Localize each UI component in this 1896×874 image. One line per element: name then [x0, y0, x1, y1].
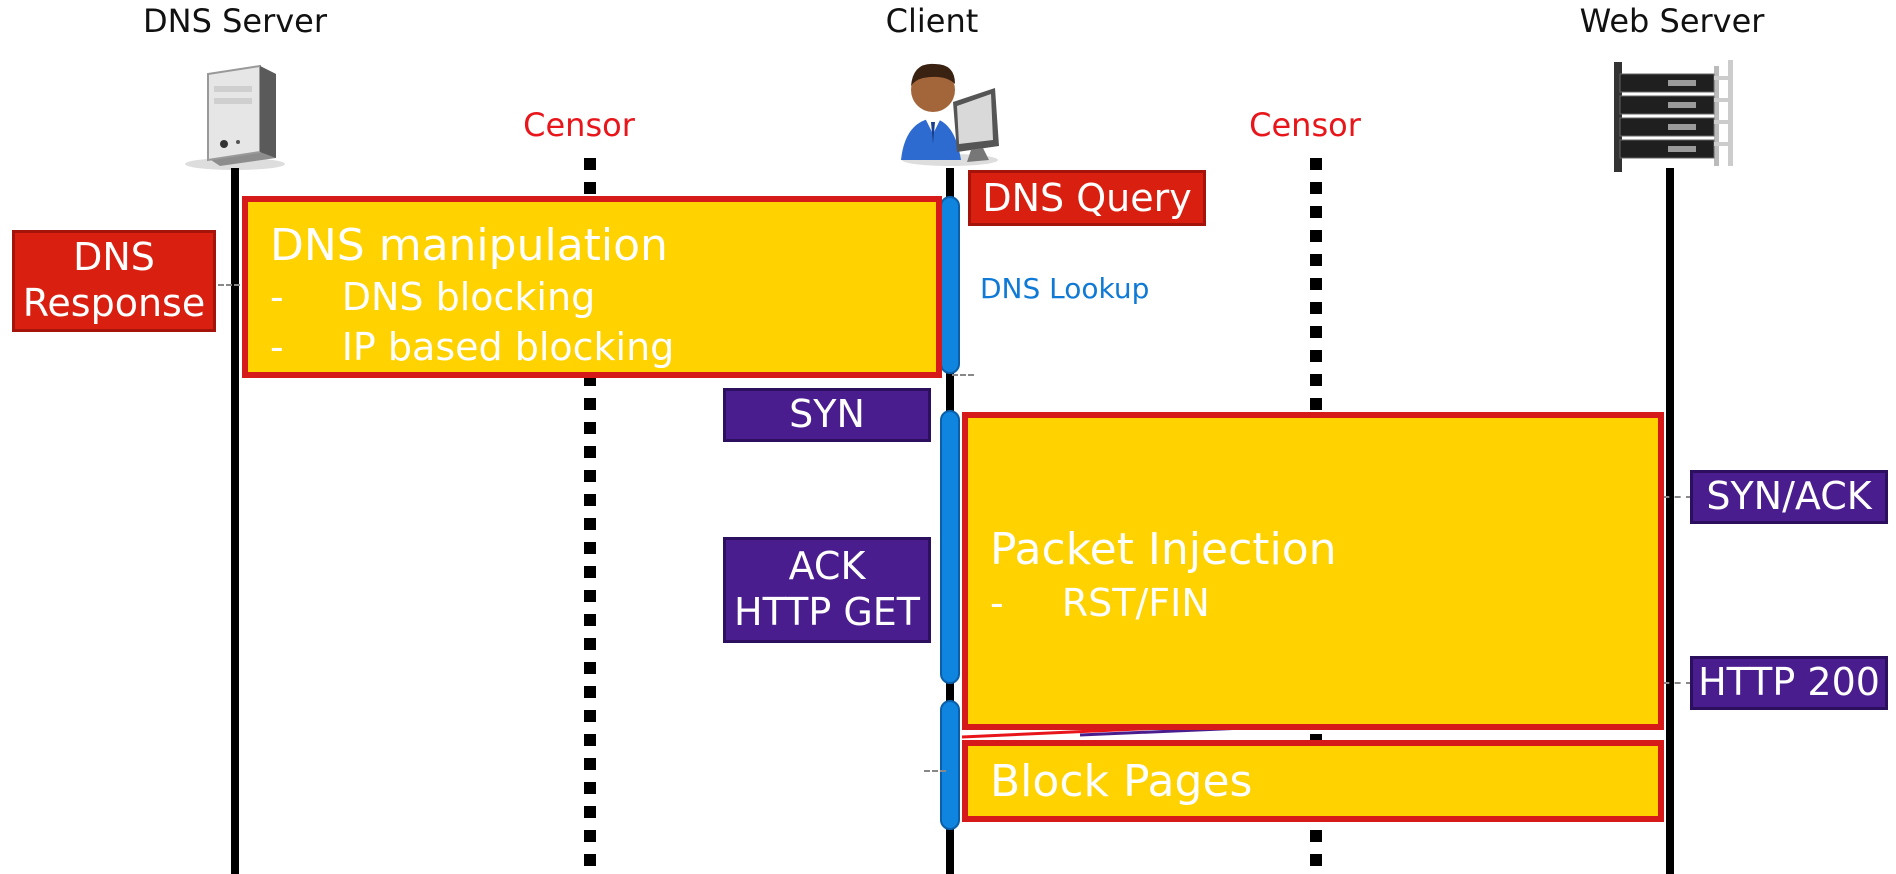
web-server-lifeline: [1666, 168, 1674, 874]
packet-injection-bullet-1: - RST/FIN: [990, 581, 1210, 625]
syn-label: SYN: [723, 388, 931, 442]
syn-ack-label: SYN/ACK: [1690, 470, 1888, 524]
dns-manipulation-title: DNS manipulation: [270, 220, 668, 271]
dns-response-line2: Response: [22, 280, 206, 325]
client-activation-http: [940, 700, 960, 830]
dns-response-stub: [218, 284, 240, 286]
dns-server-title: DNS Server: [143, 2, 327, 40]
client-title: Client: [885, 2, 979, 40]
ack-text: ACK: [788, 544, 866, 589]
dns-manipulation-bullet-2: - IP based blocking: [270, 325, 675, 369]
block-pages-title: Block Pages: [990, 756, 1253, 807]
syn-ack-stub: [1652, 496, 1692, 498]
dns-manipulation-box: DNS manipulation - DNS blocking - IP bas…: [242, 196, 942, 378]
censor-right-label: Censor: [1249, 106, 1361, 144]
http-200-stub: [1652, 682, 1692, 684]
dns-query-label: DNS Query: [968, 170, 1206, 226]
client-person-icon: [901, 63, 999, 166]
block-page-stub: [924, 770, 946, 772]
dns-response-line1: DNS: [73, 235, 155, 279]
packet-injection-box: Packet Injection - RST/FIN: [962, 412, 1664, 730]
dns-lookup-text: DNS Lookup: [980, 272, 1150, 305]
client-activation-tcp: [940, 410, 960, 684]
dns-manipulation-bullet-1: - DNS blocking: [270, 275, 596, 319]
web-server-title: Web Server: [1579, 2, 1765, 40]
packet-injection-title: Packet Injection: [990, 524, 1337, 575]
web-server-rack-icon: [1614, 60, 1733, 172]
client-activation-dns: [940, 196, 960, 374]
dns-server-lifeline: [231, 168, 239, 874]
dns-response-label: DNS Response: [12, 230, 216, 332]
dns-lookup-end-stub: [952, 374, 974, 376]
censor-left-label: Censor: [523, 106, 635, 144]
block-pages-box: Block Pages: [962, 740, 1664, 822]
ack-http-get-label: ACK HTTP GET: [723, 537, 931, 643]
dns-server-icon: [185, 64, 285, 170]
http-get-text: HTTP GET: [734, 590, 920, 634]
http-200-label: HTTP 200: [1690, 656, 1888, 710]
